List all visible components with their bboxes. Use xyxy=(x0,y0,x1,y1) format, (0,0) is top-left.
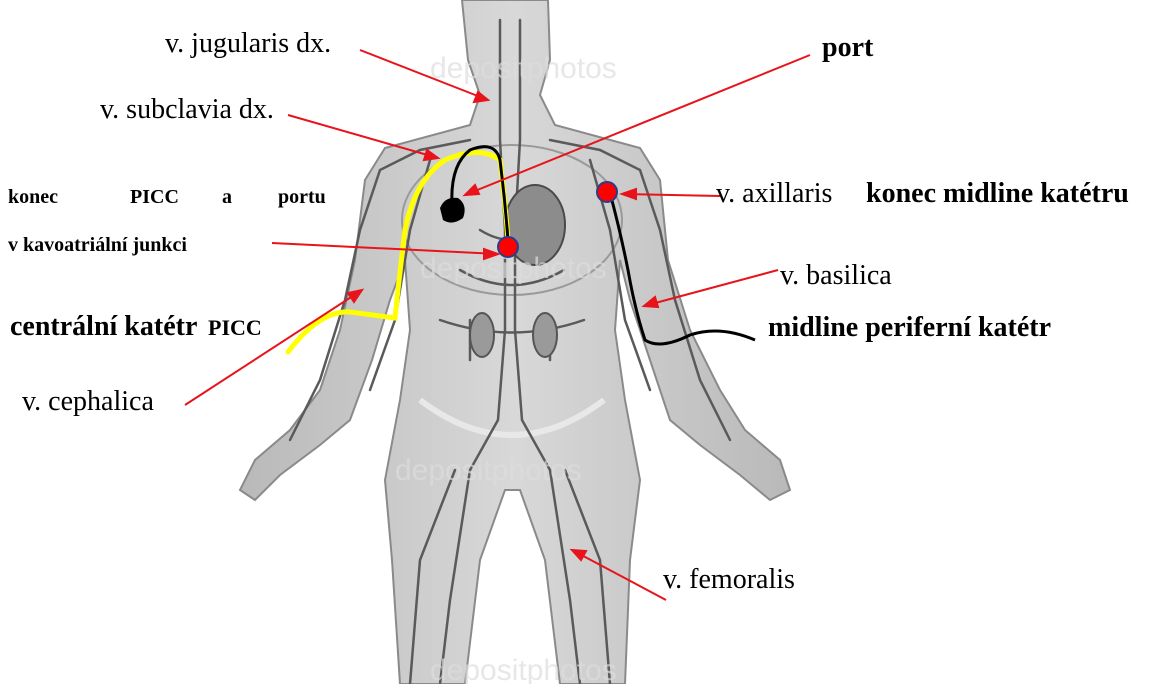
kidney-right xyxy=(533,313,557,357)
label-port: port xyxy=(822,34,873,62)
label-centralni-kateter: centrální katétr xyxy=(10,313,197,341)
label-centralni-picc: PICC xyxy=(208,317,262,339)
kidney-left xyxy=(470,313,494,357)
label-cephalica: v. cephalica xyxy=(22,388,154,416)
watermark-1: depositphotos xyxy=(430,52,617,85)
label-basilica: v. basilica xyxy=(780,262,892,290)
arrow-subclavia xyxy=(288,115,438,158)
label-axillaris: v. axillaris xyxy=(716,180,832,208)
label-subclavia: v. subclavia dx. xyxy=(100,96,274,124)
picc-port-tip-marker xyxy=(498,237,518,257)
midline-tip-marker xyxy=(597,182,617,202)
watermark-4: depositphotos xyxy=(430,654,617,684)
label-portu-word: portu xyxy=(278,187,326,207)
label-jugularis: v. jugularis dx. xyxy=(165,30,331,58)
label-picc-word: PICC xyxy=(130,187,179,207)
label-femoralis: v. femoralis xyxy=(663,566,795,594)
label-konec-midline: konec midline katétru xyxy=(866,180,1129,208)
label-a-word: a xyxy=(222,187,232,207)
label-midline-periferni: midline periferní katétr xyxy=(768,314,1051,342)
watermark-2: depositphotos xyxy=(420,252,607,285)
label-konec-word: konec xyxy=(8,187,58,207)
label-kavoatrialni: v kavoatriální junkci xyxy=(8,235,187,255)
watermark-3: depositphotos xyxy=(395,454,582,487)
